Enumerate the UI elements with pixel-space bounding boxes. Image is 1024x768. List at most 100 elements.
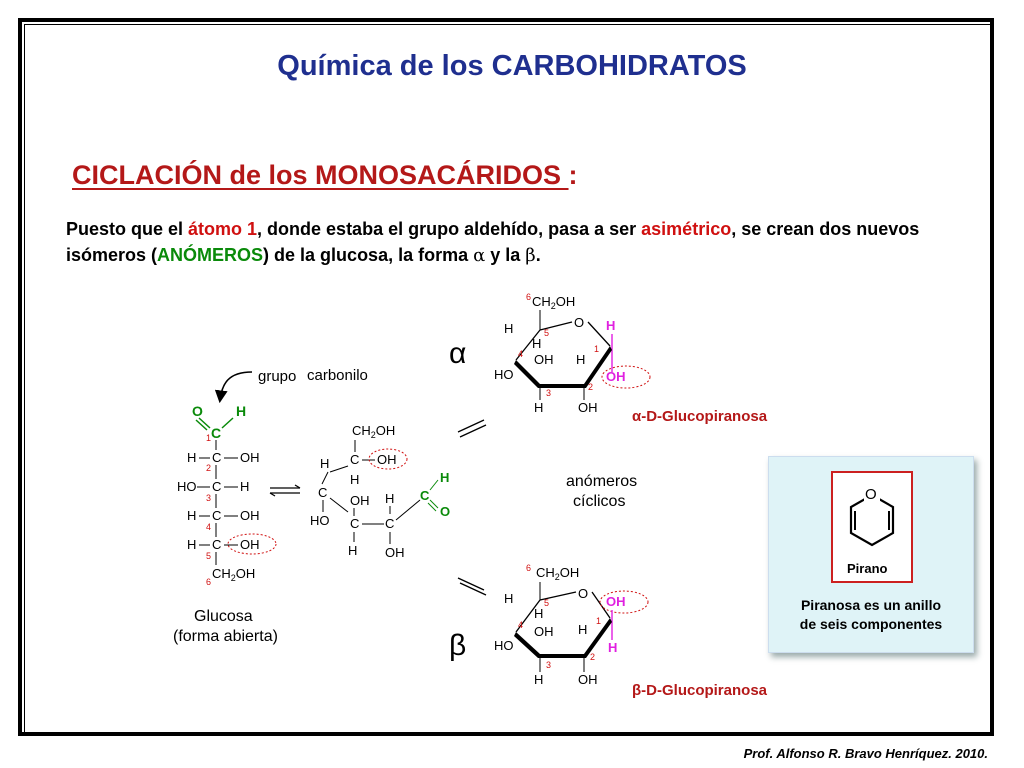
svg-text:3: 3 [206, 493, 211, 503]
para-text-1: Puesto que el [66, 219, 189, 239]
svg-text:H: H [187, 537, 196, 552]
svg-text:4: 4 [518, 349, 523, 359]
alpha-caption: α-D-Glucopiranosa [632, 408, 768, 425]
svg-text:1: 1 [206, 433, 211, 443]
carbonyl-arrow [214, 371, 253, 404]
info-line-2: de seis componentes [799, 616, 943, 632]
pyran-structure-image: O Pirano [831, 471, 913, 583]
svg-text:C: C [212, 479, 221, 494]
intro-paragraph: Puesto que el átomo 1, donde estaba el g… [66, 216, 966, 269]
equilibrium-arrows-1 [269, 484, 301, 497]
svg-text:H: H [320, 456, 329, 471]
para-text-4: ) de la glucosa, la forma [263, 245, 474, 265]
svg-text:CH2OH: CH2OH [212, 566, 255, 583]
info-line-1: Piranosa es un anillo [800, 597, 942, 613]
svg-text:H: H [350, 472, 359, 487]
svg-text:C: C [350, 516, 359, 531]
alpha-glucopyranose: 6 CH2OH H 5 O H 4 OH H 1 H OH HO 2 3 H O… [494, 292, 651, 415]
para-text-2: , donde estaba el grupo aldehído, pasa a… [257, 219, 642, 239]
svg-text:5: 5 [206, 551, 211, 561]
svg-text:C: C [420, 488, 430, 503]
svg-text:OH: OH [534, 352, 554, 367]
svg-text:H: H [240, 479, 249, 494]
svg-text:OH: OH [377, 452, 397, 467]
svg-text:OH: OH [578, 672, 598, 687]
para-anomers: ANÓMEROS [157, 245, 264, 265]
carbonyl-label-1: grupo [258, 368, 296, 385]
subtitle-main: CICLACIÓN de los MONOSACÁRIDOS [72, 160, 569, 190]
svg-text:OH: OH [606, 369, 626, 384]
anomers-label-1: anómeros [566, 473, 637, 490]
svg-text:C: C [385, 516, 394, 531]
carbonyl-label-2: carbonilo [307, 367, 368, 384]
svg-text:C: C [212, 508, 221, 523]
para-text-3: , se crean dos nuevos isómeros ( [66, 219, 920, 265]
svg-text:OH: OH [240, 537, 260, 552]
svg-text:2: 2 [590, 652, 595, 662]
anomers-label-2: cíclicos [573, 493, 625, 510]
slide-frame [18, 18, 994, 736]
glucose-label-1: Glucosa [194, 608, 253, 625]
svg-text:4: 4 [206, 522, 211, 532]
svg-text:H: H [236, 403, 246, 419]
svg-text:C: C [318, 485, 327, 500]
pyran-image-label: Pirano [847, 561, 888, 576]
slide-frame-inner [24, 24, 992, 734]
svg-text:C: C [212, 537, 221, 552]
para-text-6: . [535, 245, 541, 265]
svg-text:H: H [504, 591, 513, 606]
svg-text:H: H [534, 672, 543, 687]
svg-text:H: H [440, 470, 449, 485]
svg-text:1: 1 [596, 616, 601, 626]
svg-text:H: H [187, 508, 196, 523]
equilibrium-arrows-beta [457, 577, 487, 596]
svg-text:6: 6 [526, 563, 531, 573]
svg-text:H: H [606, 318, 615, 333]
svg-text:6: 6 [526, 292, 531, 302]
svg-text:HO: HO [494, 638, 514, 653]
svg-text:C: C [212, 450, 221, 465]
svg-text:OH: OH [240, 450, 260, 465]
svg-text:CH2OH: CH2OH [352, 423, 395, 440]
svg-text:H: H [608, 640, 617, 655]
glucose-label-2: (forma abierta) [173, 628, 278, 645]
svg-text:O: O [192, 403, 203, 419]
svg-text:H: H [532, 336, 541, 351]
svg-text:O: O [574, 315, 584, 330]
svg-text:5: 5 [544, 598, 549, 608]
svg-text:HO: HO [177, 479, 197, 494]
svg-text:2: 2 [588, 382, 593, 392]
pyran-info-box: O Pirano Piranosa es un anillo de seis c… [768, 456, 974, 653]
section-subtitle: CICLACIÓN de los MONOSACÁRIDOS : [72, 160, 578, 191]
svg-text:3: 3 [546, 660, 551, 670]
svg-text:OH: OH [240, 508, 260, 523]
beta-symbol: β [449, 629, 466, 662]
svg-text:HO: HO [494, 367, 514, 382]
svg-text:O: O [578, 586, 588, 601]
svg-text:OH: OH [350, 493, 370, 508]
equilibrium-arrows-alpha [457, 419, 487, 438]
svg-text:3: 3 [546, 388, 551, 398]
svg-text:H: H [578, 622, 587, 637]
svg-text:O: O [865, 486, 877, 503]
pyran-info-text: Piranosa es un anillo de seis componente… [769, 596, 973, 634]
svg-text:1: 1 [594, 344, 599, 354]
para-atom-1: átomo 1 [188, 219, 258, 239]
author-footer: Prof. Alfonso R. Bravo Henríquez. 2010. [743, 746, 988, 761]
svg-text:CH2OH: CH2OH [536, 565, 579, 582]
subtitle-colon: : [568, 160, 578, 190]
beta-caption: β-D-Glucopiranosa [632, 682, 767, 699]
svg-text:H: H [534, 606, 543, 621]
svg-text:C: C [350, 452, 359, 467]
alpha-symbol: α [449, 337, 466, 370]
svg-text:OH: OH [606, 594, 626, 609]
svg-text:OH: OH [578, 400, 598, 415]
svg-text:HO: HO [310, 513, 330, 528]
para-text-5: y la [485, 245, 526, 265]
svg-text:5: 5 [544, 328, 549, 338]
page-title: Química de los CARBOHIDRATOS [277, 50, 747, 82]
para-beta: β [525, 245, 536, 266]
